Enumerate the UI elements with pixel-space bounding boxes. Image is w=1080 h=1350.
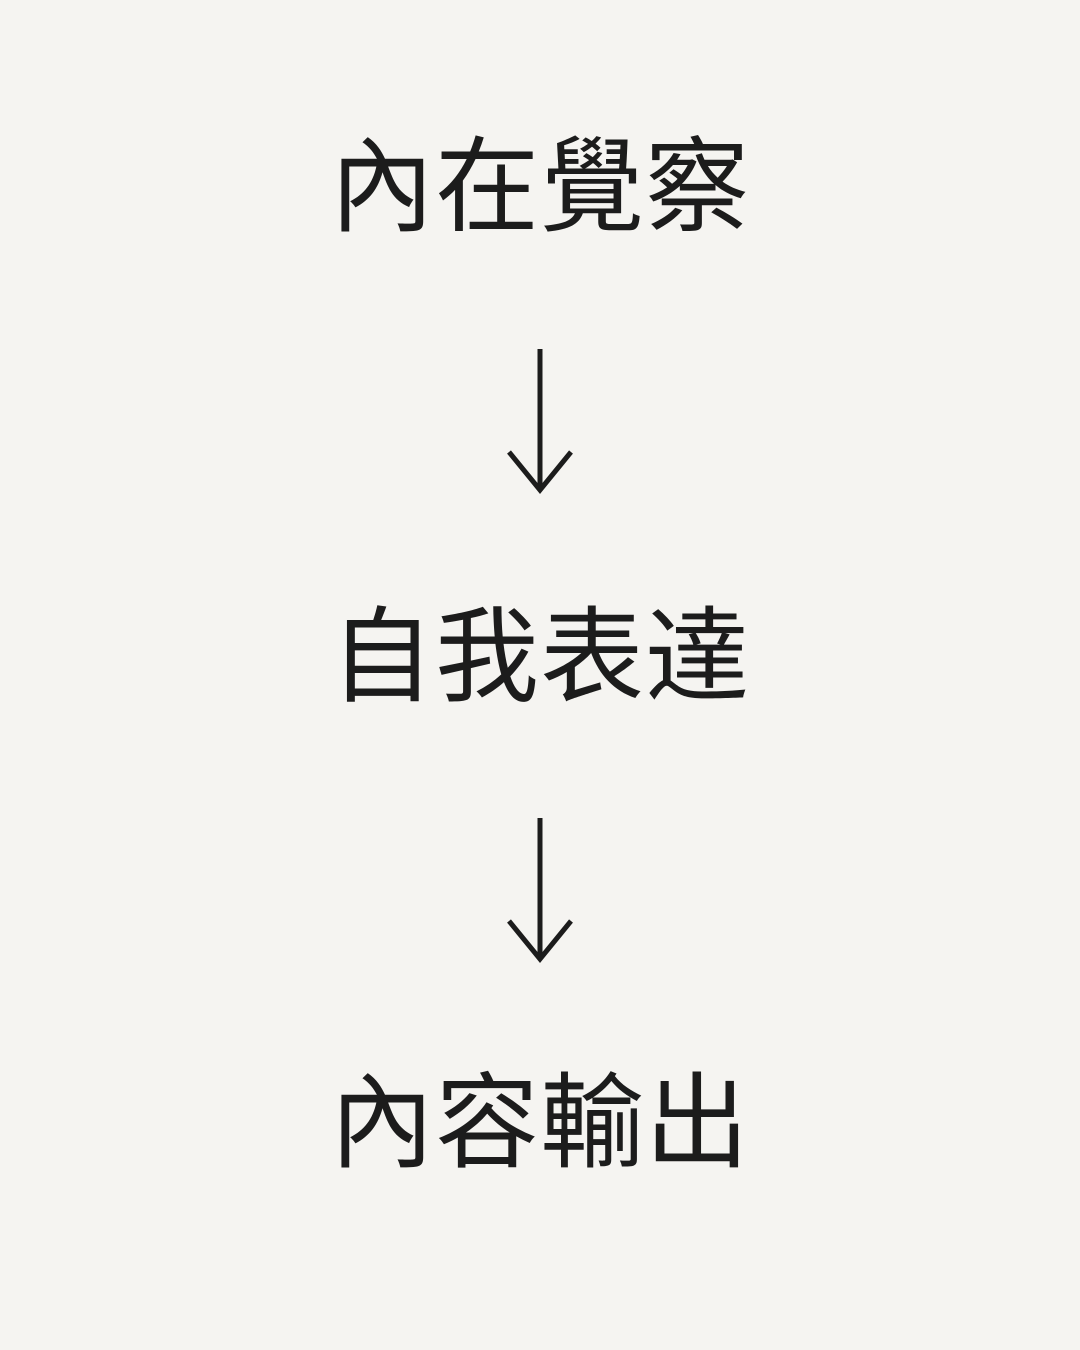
flow-step-content-output: 內容輸出 <box>329 1066 750 1182</box>
flow-step-self-expression: 自我表達 <box>329 600 750 716</box>
down-arrow-icon <box>505 817 575 963</box>
down-arrow-icon <box>505 348 575 494</box>
flow-step-inner-awareness: 內在覺察 <box>329 130 750 246</box>
